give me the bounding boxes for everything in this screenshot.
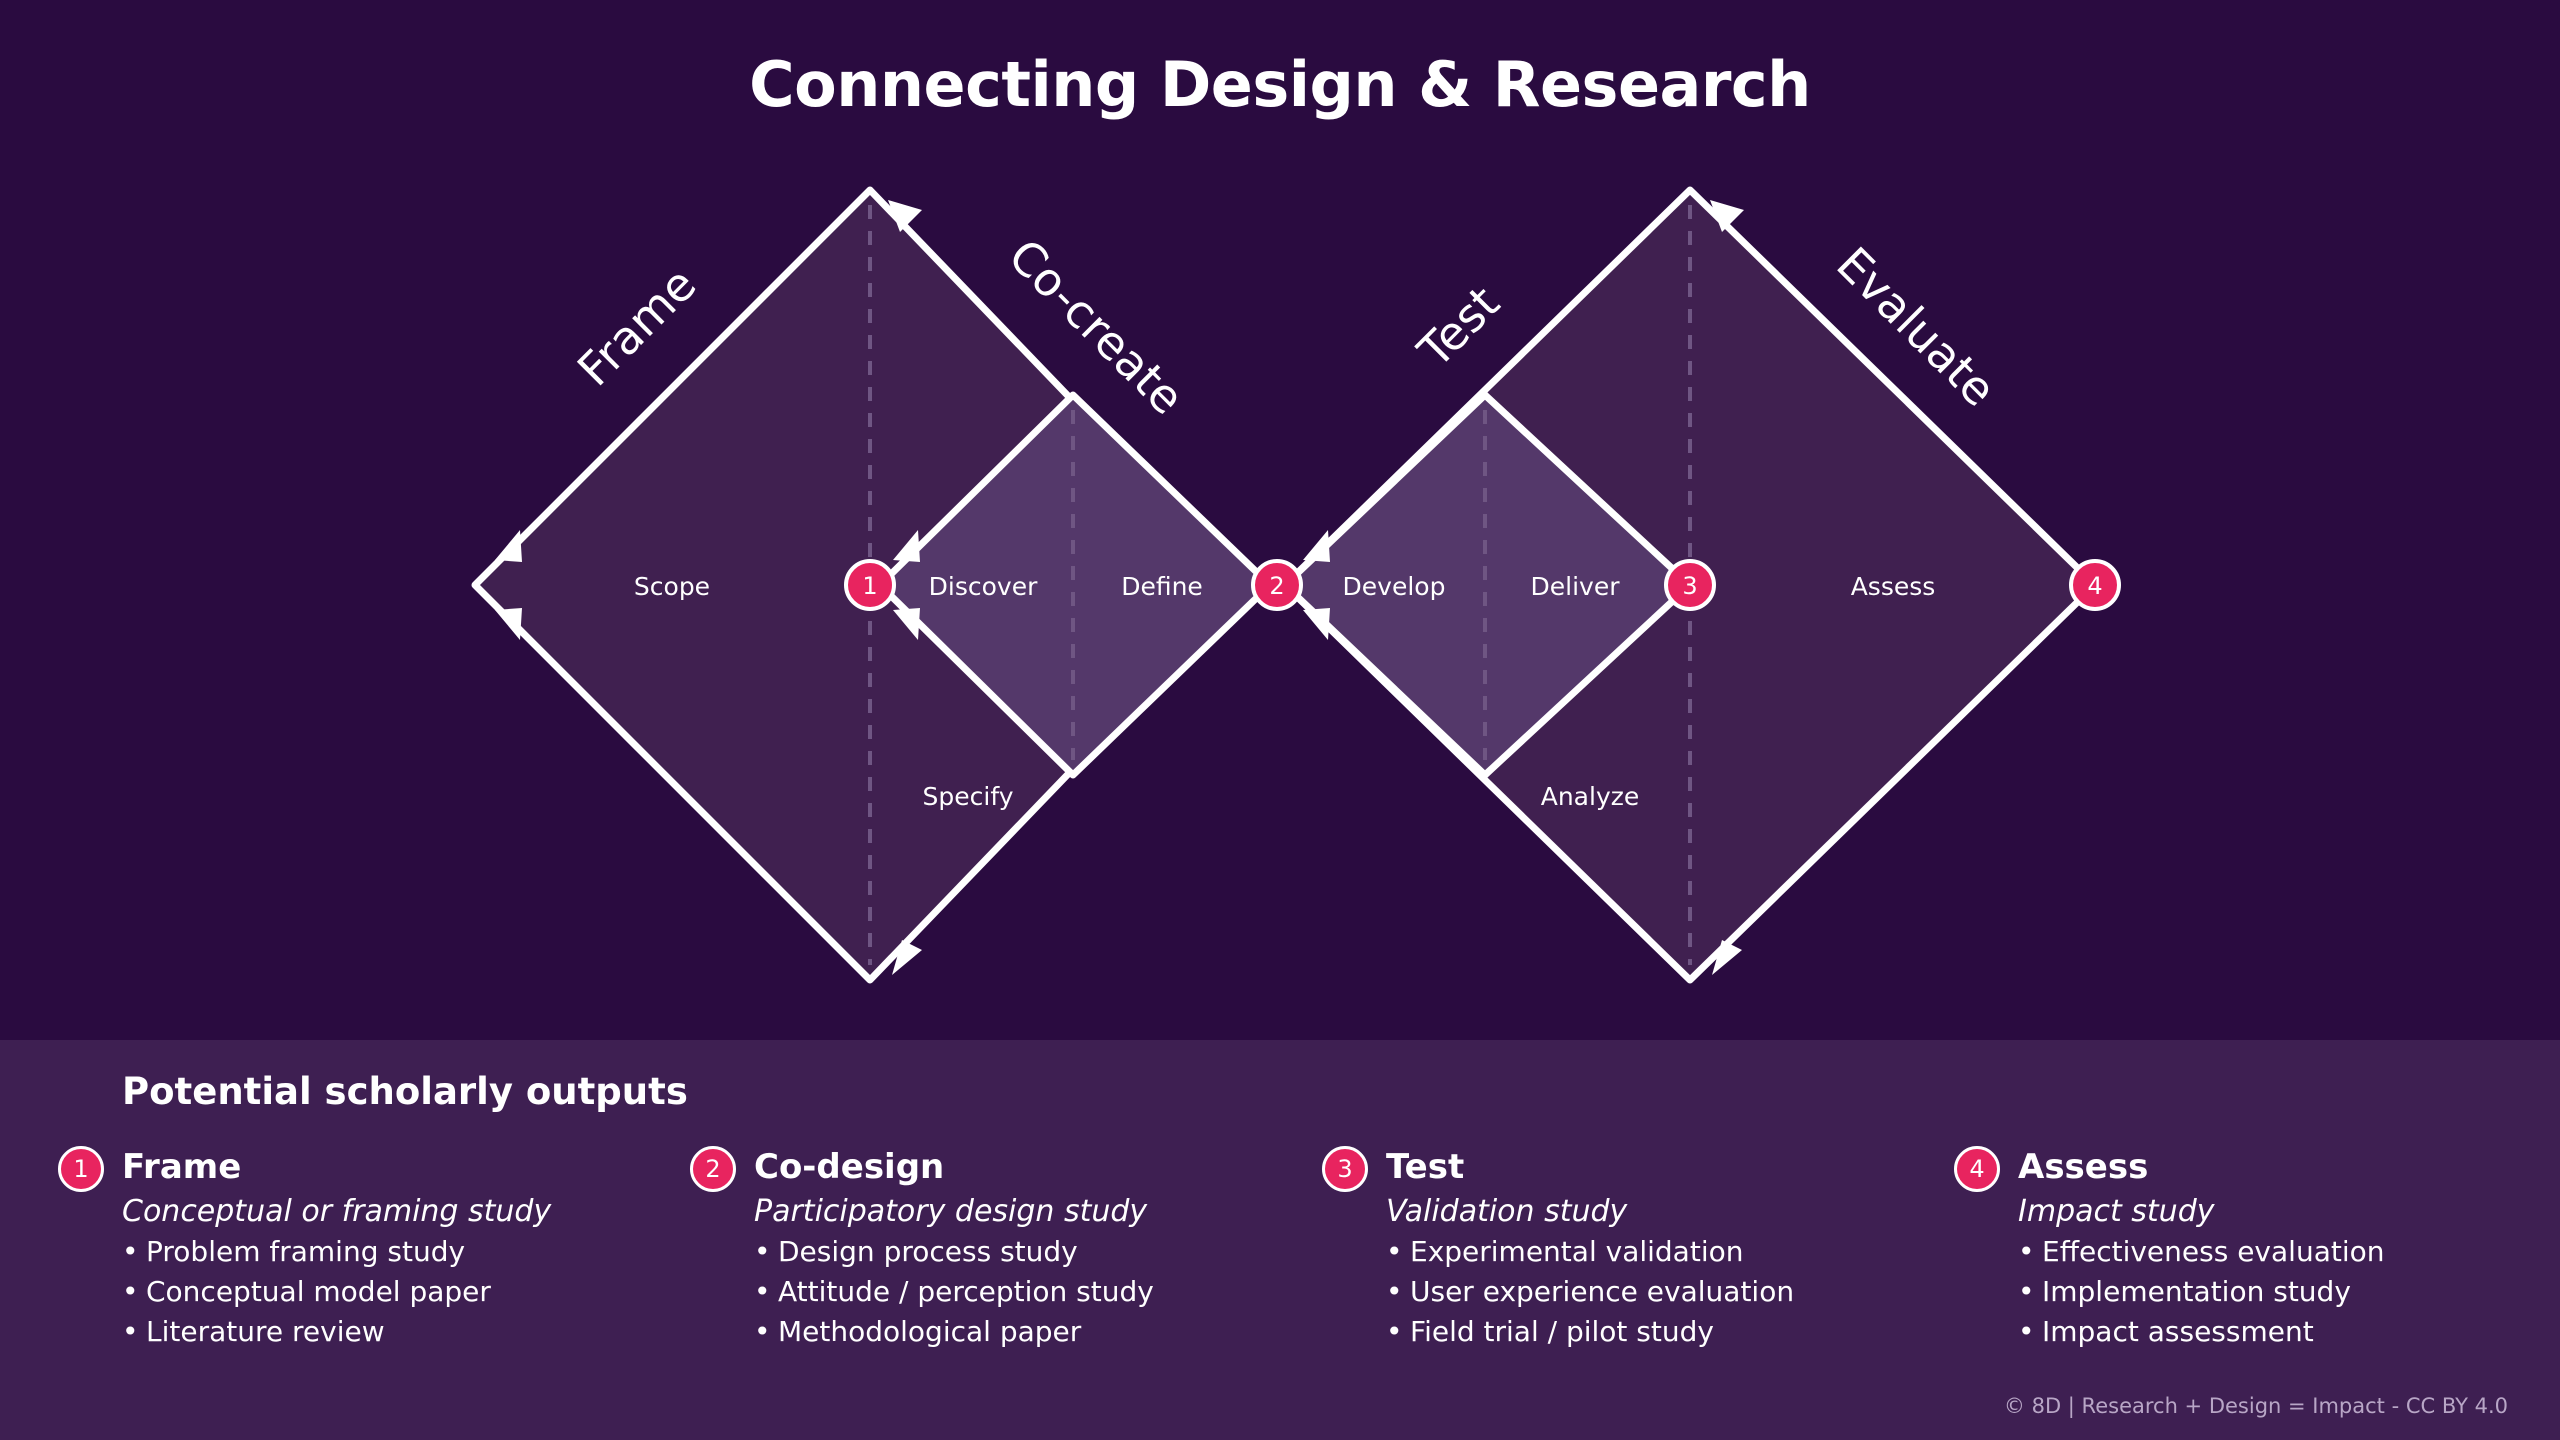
marker-1-label: 1 — [862, 572, 877, 600]
stage-label-assess: Assess — [1851, 572, 1936, 601]
output-column-test: 3 Test Validation study Experimental val… — [1322, 1144, 1922, 1352]
output-subtitle: Participatory design study — [754, 1194, 1148, 1229]
output-column-frame: 1 Frame Conceptual or framing study Prob… — [58, 1144, 658, 1352]
output-list: Experimental validation User experience … — [1386, 1232, 1922, 1352]
output-column-assess: 4 Assess Impact study Effectiveness eval… — [1954, 1144, 2554, 1352]
marker-2-label: 2 — [1269, 572, 1284, 600]
output-list: Problem framing study Conceptual model p… — [122, 1232, 658, 1352]
arrow-icon — [1710, 200, 1744, 232]
phase-label-test: Test — [1407, 276, 1510, 379]
license-credit: © 8D | Research + Design = Impact - CC B… — [2003, 1394, 2508, 1418]
output-list: Effectiveness evaluation Implementation … — [2018, 1232, 2554, 1352]
divider-lines — [868, 205, 1692, 965]
arrow-icon — [1303, 608, 1330, 640]
list-item: Methodological paper — [754, 1312, 1290, 1352]
output-title: Frame — [122, 1147, 242, 1187]
arrow-icon — [888, 200, 922, 232]
outputs-heading: Potential scholarly outputs — [122, 1070, 688, 1113]
arrow-icon — [892, 940, 922, 975]
arrow-icon — [495, 530, 522, 562]
list-item: Attitude / perception study — [754, 1272, 1290, 1312]
arrow-icon — [495, 608, 522, 640]
stage-label-discover: Discover — [929, 572, 1038, 601]
list-item: Impact assessment — [2018, 1312, 2554, 1352]
number-badge: 1 — [58, 1146, 104, 1192]
stage-label-specify: Specify — [923, 782, 1014, 811]
list-item: Literature review — [122, 1312, 658, 1352]
stage-label-define: Define — [1121, 572, 1203, 601]
arrow-icon — [1303, 530, 1330, 562]
arrow-icon — [1712, 940, 1742, 975]
scholarly-outputs-panel: Potential scholarly outputs 1 Frame Conc… — [0, 1040, 2560, 1440]
list-item: Conceptual model paper — [122, 1272, 658, 1312]
output-title: Assess — [2018, 1147, 2149, 1187]
number-badge: 4 — [1954, 1146, 2000, 1192]
stage-label-develop: Develop — [1343, 572, 1446, 601]
marker-3: 3 — [1664, 559, 1716, 611]
marker-2: 2 — [1251, 559, 1303, 611]
output-list: Design process study Attitude / percepti… — [754, 1232, 1290, 1352]
number-badge: 2 — [690, 1146, 736, 1192]
marker-3-label: 3 — [1682, 572, 1697, 600]
arrow-icon — [893, 530, 920, 562]
output-title: Co-design — [754, 1147, 945, 1187]
page-title: Connecting Design & Research — [749, 48, 1811, 121]
list-item: Design process study — [754, 1232, 1290, 1272]
stage-label-scope: Scope — [634, 572, 710, 601]
list-item: Implementation study — [2018, 1272, 2554, 1312]
output-subtitle: Conceptual or framing study — [122, 1194, 552, 1229]
list-item: Effectiveness evaluation — [2018, 1232, 2554, 1272]
direction-arrows — [495, 200, 1744, 975]
output-subtitle: Validation study — [1386, 1194, 1628, 1229]
stage-label-deliver: Deliver — [1531, 572, 1621, 601]
inner-diamond-left — [876, 391, 1274, 779]
list-item: User experience evaluation — [1386, 1272, 1922, 1312]
number-badge: 3 — [1322, 1146, 1368, 1192]
list-item: Problem framing study — [122, 1232, 658, 1272]
arrow-icon — [893, 608, 920, 640]
list-item: Experimental validation — [1386, 1232, 1922, 1272]
inner-diamond-right — [1281, 391, 1694, 779]
stage-label-analyze: Analyze — [1541, 782, 1640, 811]
output-title: Test — [1386, 1147, 1465, 1187]
marker-4: 4 — [2069, 559, 2121, 611]
output-column-codesign: 2 Co-design Participatory design study D… — [690, 1144, 1290, 1352]
marker-1: 1 — [844, 559, 896, 611]
marker-4-label: 4 — [2087, 572, 2102, 600]
double-diamond-diagram: Frame Co-create Test Evaluate Scope Disc… — [471, 186, 2121, 984]
output-subtitle: Impact study — [2018, 1194, 2215, 1229]
list-item: Field trial / pilot study — [1386, 1312, 1922, 1352]
